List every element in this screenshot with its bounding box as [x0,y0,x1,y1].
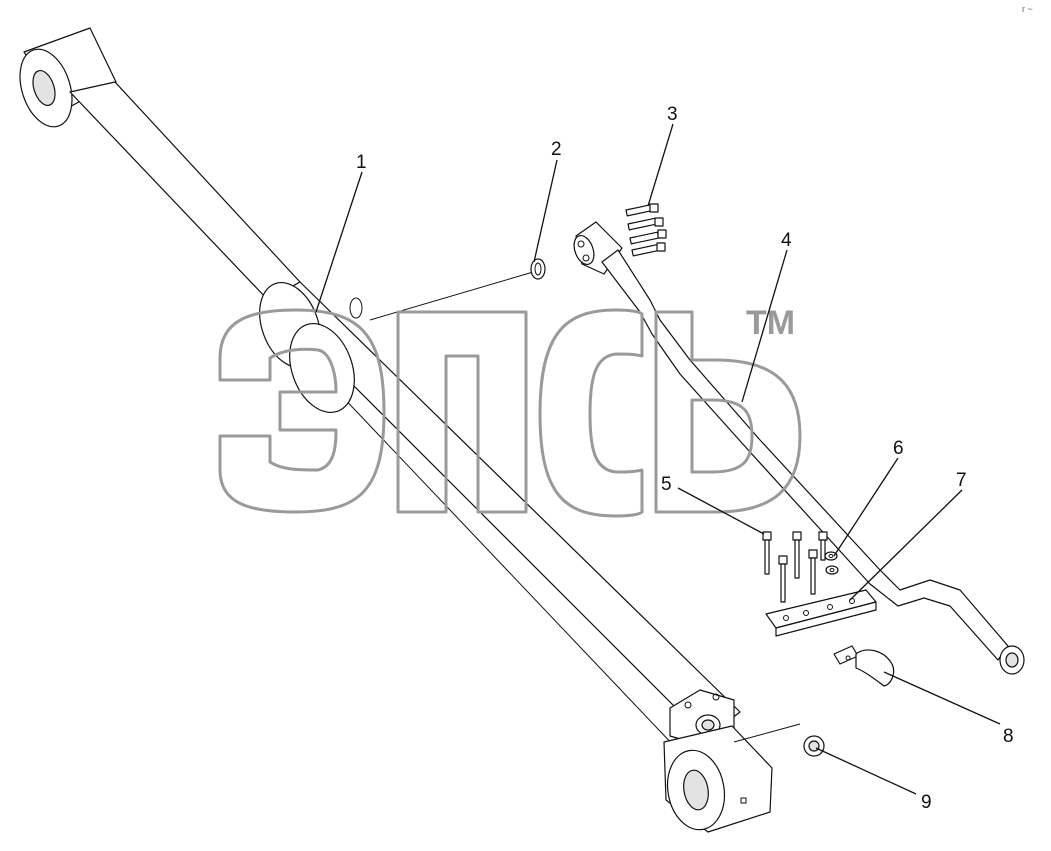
part-3-bolts [625,203,667,257]
callout-2: 2 [551,139,562,160]
leader-lines [315,123,1001,795]
part-7-plate [765,589,877,637]
watermark-trademark: TM [746,304,795,342]
leader-9 [815,747,917,795]
part-6-washers [824,551,839,575]
leader-4 [741,249,788,403]
callout-1: 1 [356,152,367,173]
callout-labels: 1 2 3 4 5 6 7 8 9 [356,104,1014,813]
leader-3 [647,123,674,207]
watermark-logo: TM [218,304,802,518]
leader-1 [315,171,363,313]
part-1-cylinder [19,27,773,833]
part-9-nut [733,723,825,757]
callout-6: 6 [893,438,904,459]
leader-7 [849,489,963,601]
leader-6 [833,457,899,557]
callout-3: 3 [667,104,678,125]
leader-2 [533,159,558,263]
callout-7: 7 [956,470,967,491]
part-8-clamp [833,645,895,687]
callout-5: 5 [661,474,672,495]
callout-9: 9 [921,792,932,813]
callout-8: 8 [1003,726,1014,747]
leader-8 [883,671,1001,725]
leader-5 [677,487,765,535]
corner-mark: r ~ [1022,4,1033,14]
part-5-bolts [762,531,828,603]
callout-4: 4 [781,230,792,251]
